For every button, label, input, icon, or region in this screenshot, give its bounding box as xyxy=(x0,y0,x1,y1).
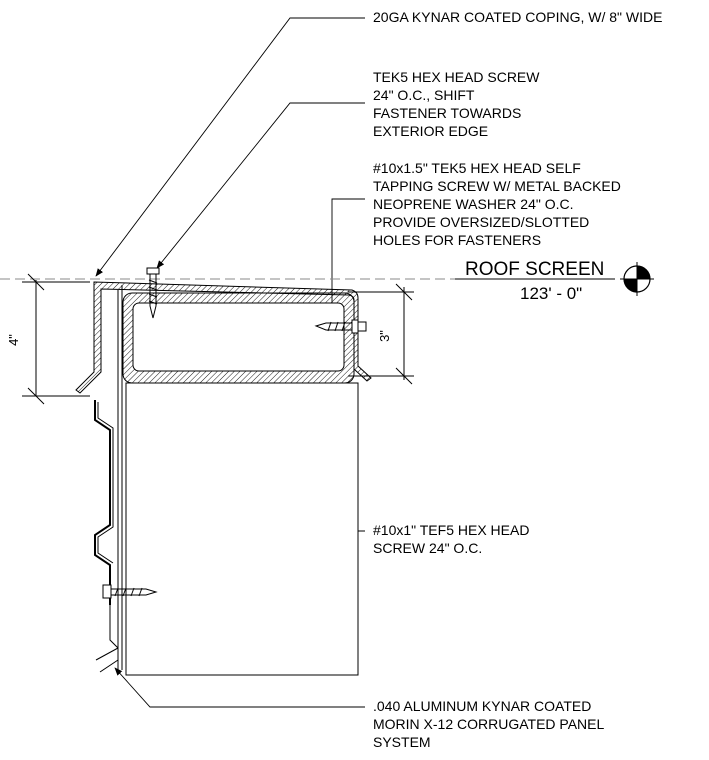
corrugated-panel xyxy=(94,285,123,673)
panel-note: .040 ALUMINUM KYNAR COATED MORIN X-12 CO… xyxy=(373,698,608,750)
self-tapping-screw xyxy=(314,319,367,334)
tef5-screw-note: #10x1" TEF5 HEX HEAD SCREW 24" O.C. xyxy=(373,522,533,556)
tek5-screw-leader xyxy=(156,102,365,269)
tef5-hex-head-screw xyxy=(102,584,158,599)
right-dimension-text: 3" xyxy=(377,330,392,342)
left-dimension-text: 4" xyxy=(6,334,21,346)
level-name: ROOF SCREEN xyxy=(465,259,604,280)
level-target-symbol xyxy=(620,262,654,296)
self-tapping-screw-note: #10x1.5" TEK5 HEX HEAD SELF TAPPING SCRE… xyxy=(373,160,625,248)
left-dimension: 4" xyxy=(6,273,90,405)
tek5-screw-note: TEK5 HEX HEAD SCREW 24" O.C., SHIFT FAST… xyxy=(373,69,543,139)
steel-tube xyxy=(122,292,355,384)
support-plate xyxy=(125,382,359,676)
tek5-hex-head-screw xyxy=(146,267,160,319)
level-elevation: 123' - 0" xyxy=(520,284,582,303)
panel-leader xyxy=(114,667,365,708)
self-tapping-screw-leader xyxy=(331,198,365,314)
coping-leader xyxy=(95,17,365,277)
right-dimension: 3" xyxy=(348,283,414,385)
coping-note: 20GA KYNAR COATED COPING, W/ 8" WIDE xyxy=(373,9,662,25)
